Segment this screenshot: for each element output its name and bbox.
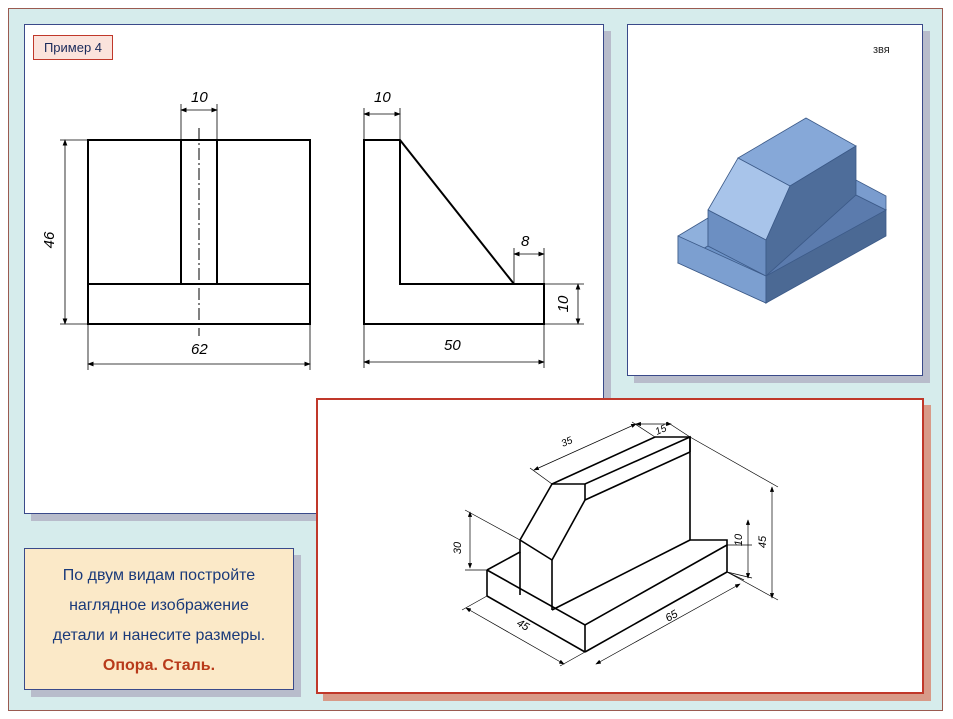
side-dim-slope: 8 [521, 233, 530, 250]
model-caption: звя [873, 44, 890, 56]
side-view [363, 108, 584, 368]
iso-dim-15: 15 [654, 423, 669, 438]
task-line-1: По двум видам постройте [62, 567, 256, 584]
example-label: Пример 4 [33, 35, 113, 60]
iso-dim-35: 35 [560, 435, 575, 450]
task-line-2: наглядное изображение [69, 597, 249, 614]
iso-dim-45-height: 45 [757, 535, 769, 548]
iso-dim-10: 10 [733, 533, 745, 546]
task-line-4: Опора. Сталь. [102, 657, 216, 674]
isometric-dimensions [461, 421, 779, 667]
task-box: По двум видам постройте наглядное изобра… [24, 548, 294, 690]
task-line-3: детали и нанесите размеры. [52, 627, 266, 644]
3d-model [677, 117, 887, 304]
front-dim-total: 62 [191, 341, 208, 358]
front-dim-width: 10 [191, 89, 208, 106]
side-dim-total: 50 [444, 337, 461, 354]
side-dim-top: 10 [374, 89, 391, 106]
front-dim-height: 46 [41, 231, 58, 248]
side-dim-base: 10 [555, 295, 572, 312]
iso-dim-65: 65 [664, 608, 681, 625]
iso-dim-30: 30 [452, 541, 464, 554]
front-view [60, 104, 311, 370]
